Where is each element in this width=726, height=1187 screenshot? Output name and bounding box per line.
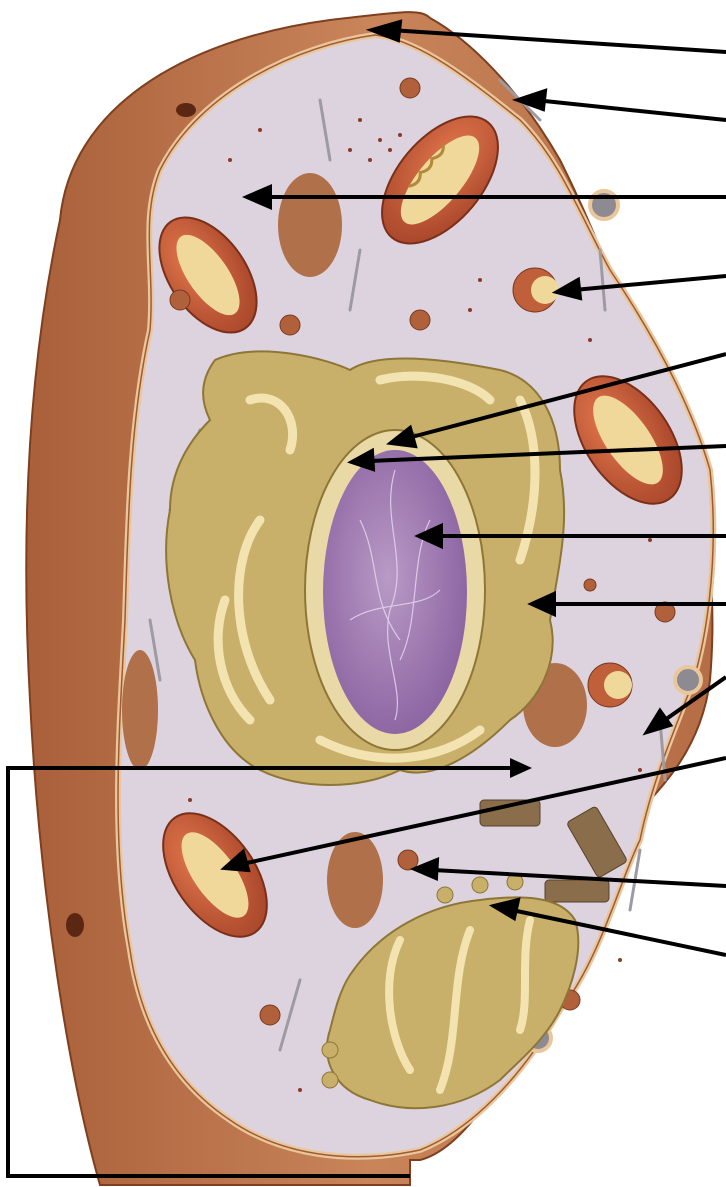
vacuole — [278, 173, 342, 277]
vacuole — [327, 832, 383, 928]
surface-pore — [66, 913, 84, 937]
surface-pore — [176, 103, 196, 117]
lysosome — [588, 663, 632, 707]
vacuole — [122, 650, 158, 770]
